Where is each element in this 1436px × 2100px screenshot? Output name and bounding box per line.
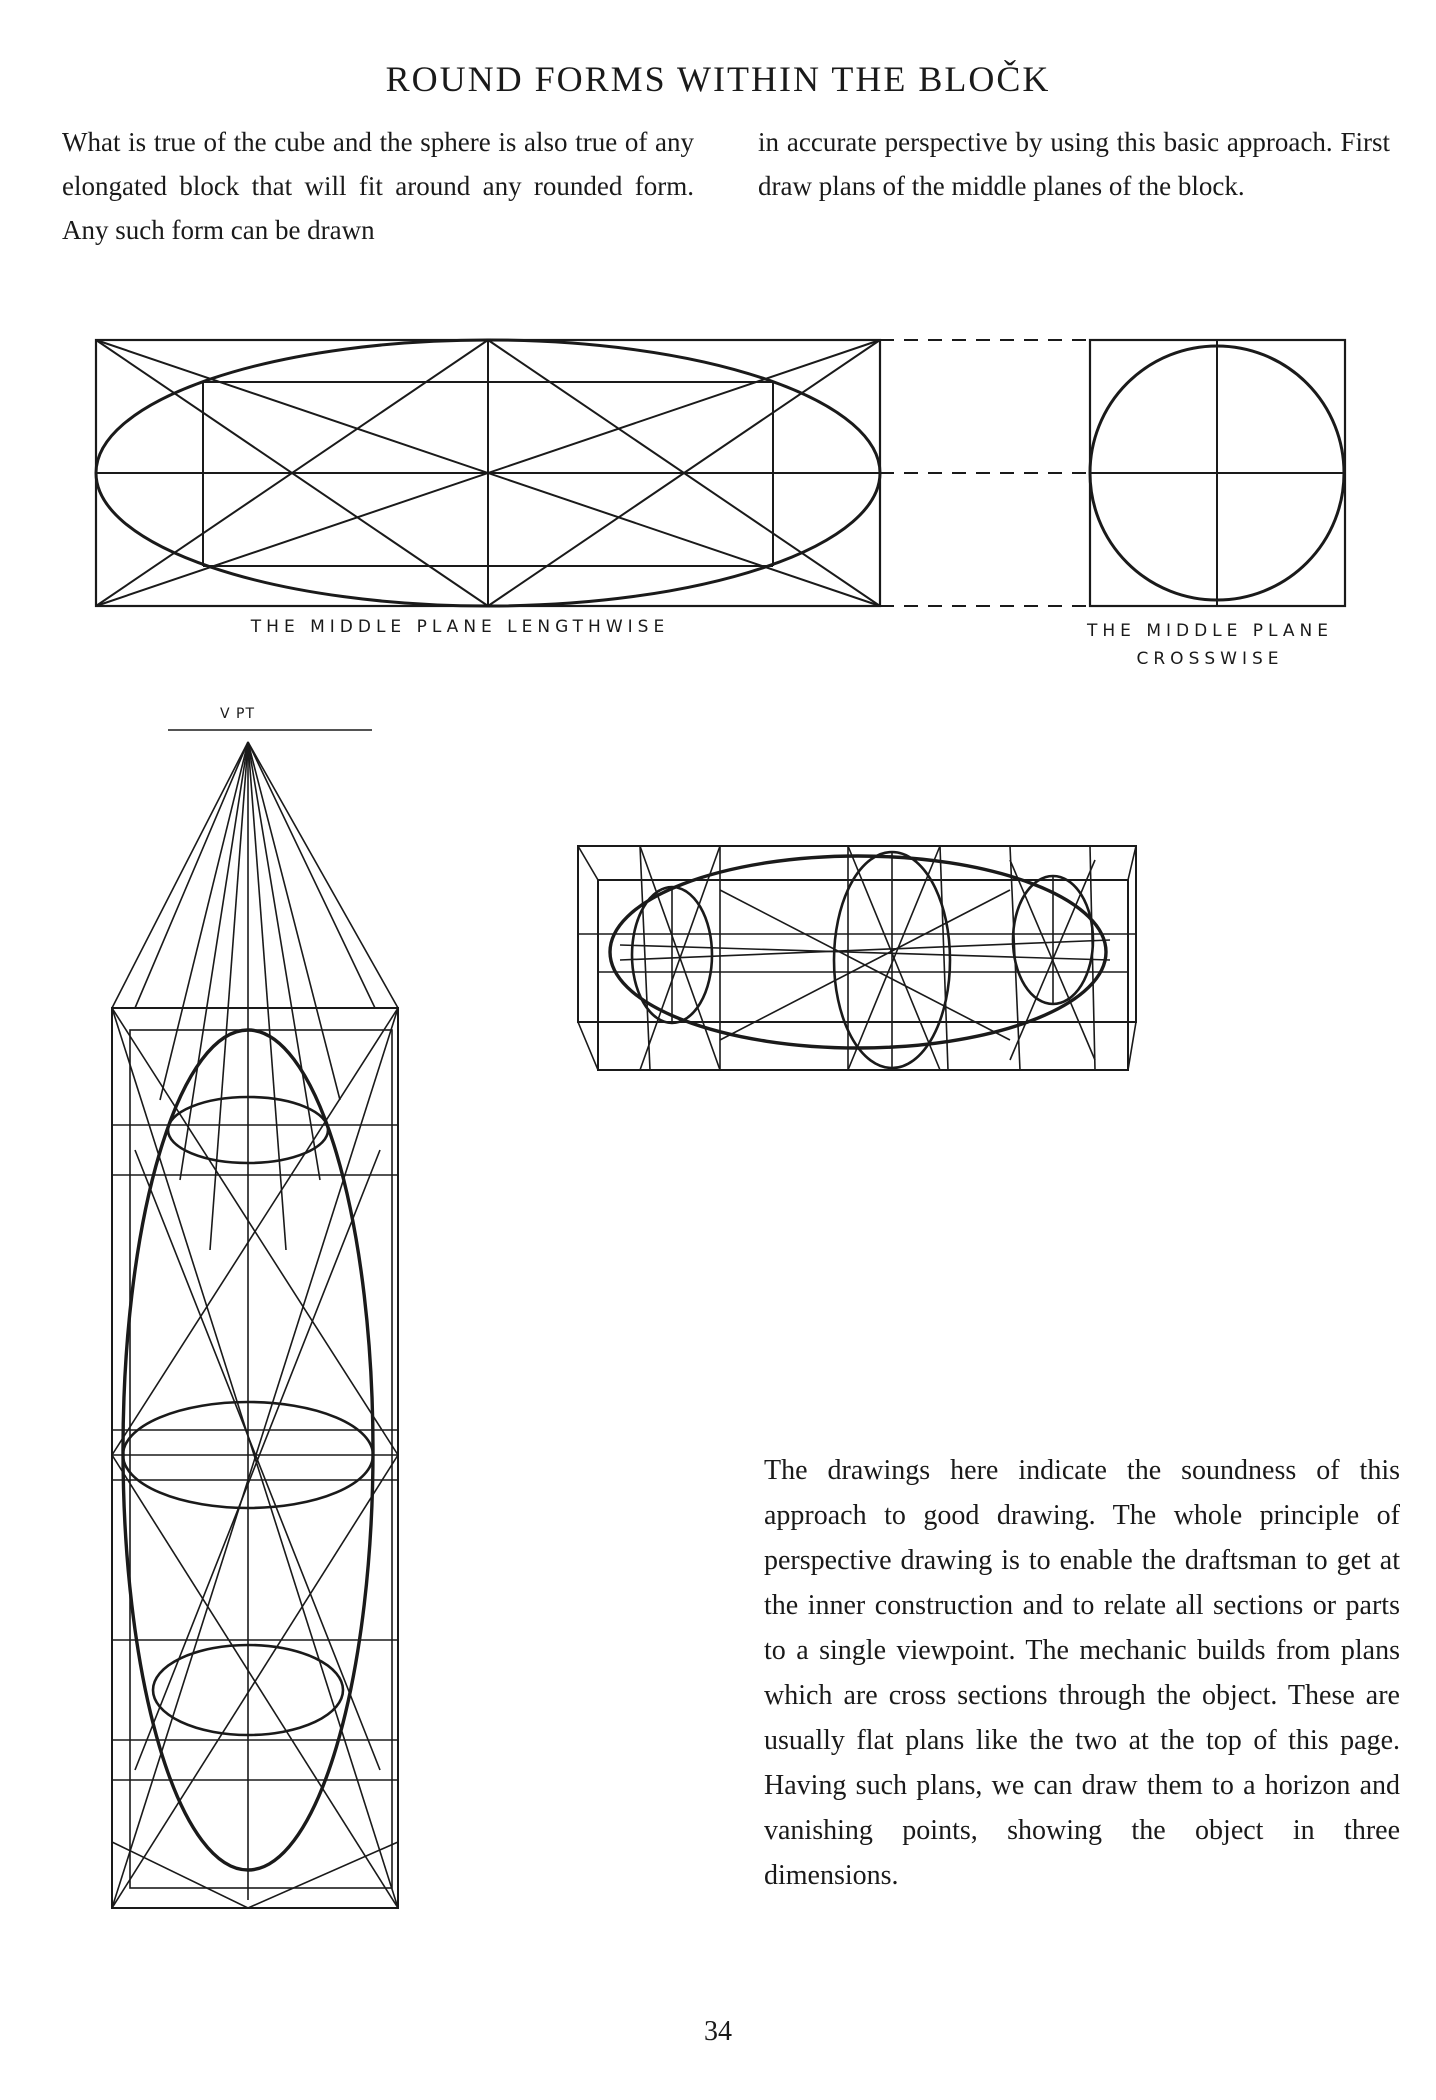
horizontal-perspective-drawing — [577, 845, 1137, 1071]
crosswise-caption: THE MIDDLE PLANE CROSSWISE — [1060, 617, 1360, 673]
vanishing-point-label: V PT — [220, 706, 256, 722]
intro-paragraph-left: What is true of the cube and the sphere … — [62, 127, 694, 245]
crosswise-caption-line2: CROSSWISE — [1136, 649, 1284, 669]
lengthwise-caption: THE MIDDLE PLANE LENGTHWISE — [250, 617, 670, 637]
page-title: ROUND FORMS WITHIN THE BLOČK — [385, 59, 1051, 99]
dashed-connectors — [880, 339, 1090, 607]
crosswise-caption-line1: THE MIDDLE PLANE — [1087, 621, 1333, 641]
page-number: 34 — [704, 2016, 732, 2047]
vertical-perspective-drawing — [111, 729, 399, 1909]
body-paragraph: The drawings here indicate the soundness… — [764, 1455, 1400, 1891]
lengthwise-plane-drawing — [94, 338, 882, 608]
intro-paragraph-right: in accurate perspective by using this ba… — [758, 127, 1390, 201]
crosswise-plane-drawing — [1088, 338, 1347, 608]
